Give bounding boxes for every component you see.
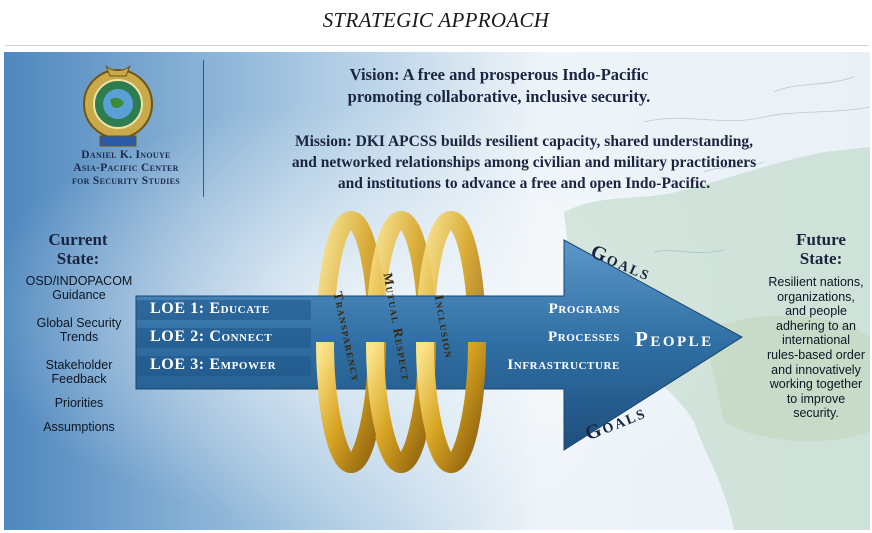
current-state-item-line: Stakeholder [45, 358, 113, 372]
seal-emblem-icon [83, 65, 153, 147]
current-state-item: Priorities [4, 396, 154, 410]
loe-educate-label: LOE 1: Educate [150, 300, 270, 317]
mission-line: and institutions to advance a free and o… [337, 175, 711, 192]
current-state-item-line: Priorities [54, 396, 104, 410]
future-state-heading: Future State: [776, 230, 866, 268]
diagram-background [4, 52, 870, 530]
current-state-item: Assumptions [4, 420, 154, 434]
organization-name-line: Daniel K. Inouye [81, 149, 171, 161]
future-state-line: adhering to an [776, 318, 856, 333]
current-state-heading-line: State: [56, 249, 100, 268]
people-label: People [635, 327, 714, 351]
current-state-item-line: Guidance [52, 288, 106, 302]
current-state-heading-line: Current [48, 230, 108, 249]
mission-line: and networked relationships among civili… [291, 154, 757, 171]
current-state-item: Global Security Trends [4, 316, 154, 344]
vision-line: promoting collaborative, inclusive secur… [347, 87, 651, 106]
vision-statement: Vision: A free and prosperous Indo-Pacif… [304, 64, 694, 108]
future-state-description: Resilient nations, organizations, and pe… [761, 275, 870, 421]
header-divider [5, 45, 869, 46]
output-processes-label: Processes [547, 329, 620, 345]
current-state-item-line: Trends [59, 330, 99, 344]
current-state-item-line: Assumptions [43, 420, 115, 434]
current-state-item: OSD/INDOPACOM Guidance [4, 274, 154, 302]
future-state-line: and innovatively [771, 362, 861, 377]
future-state-line: to improve [786, 391, 846, 406]
future-state-heading-line: State: [799, 249, 843, 268]
page-title: STRATEGIC APPROACH [322, 8, 550, 32]
future-state-line: Resilient nations, [768, 275, 864, 289]
future-state-heading-line: Future [796, 230, 846, 249]
current-state-item-line: Global Security [36, 316, 122, 330]
organization-name-line: Asia-Pacific Center [73, 162, 179, 174]
logo-divider [203, 60, 204, 197]
future-state-line: and people [785, 304, 847, 319]
mission-line: Mission: DKI APCSS builds resilient capa… [294, 133, 754, 150]
output-programs-label: Programs [548, 301, 620, 317]
vision-line: Vision: A free and prosperous Indo-Pacif… [349, 65, 649, 84]
strategy-diagram: Daniel K. Inouye Asia-Pacific Center for… [4, 52, 870, 530]
current-state-heading: Current State: [18, 230, 138, 268]
mission-statement: Mission: DKI APCSS builds resilient capa… [224, 131, 824, 194]
strategy-arrow [135, 239, 743, 451]
rings-front [316, 341, 486, 474]
future-state-line: security. [793, 406, 839, 421]
current-state-item-line: OSD/INDOPACOM [25, 274, 133, 288]
future-state-line: rules-based order [767, 347, 865, 362]
future-state-line: international [781, 333, 851, 348]
organization-name: Daniel K. Inouye Asia-Pacific Center for… [44, 149, 208, 188]
current-state-item-line: Feedback [51, 372, 107, 386]
future-state-line: organizations, [777, 289, 855, 304]
future-state-line: working together [769, 377, 863, 392]
loe-empower-label: LOE 3: Empower [150, 356, 277, 373]
loe-connect-label: LOE 2: Connect [150, 328, 273, 345]
current-state-item: Stakeholder Feedback [4, 358, 154, 386]
output-infrastructure-label: Infrastructure [507, 357, 620, 373]
organization-name-line: for Security Studies [71, 175, 181, 187]
